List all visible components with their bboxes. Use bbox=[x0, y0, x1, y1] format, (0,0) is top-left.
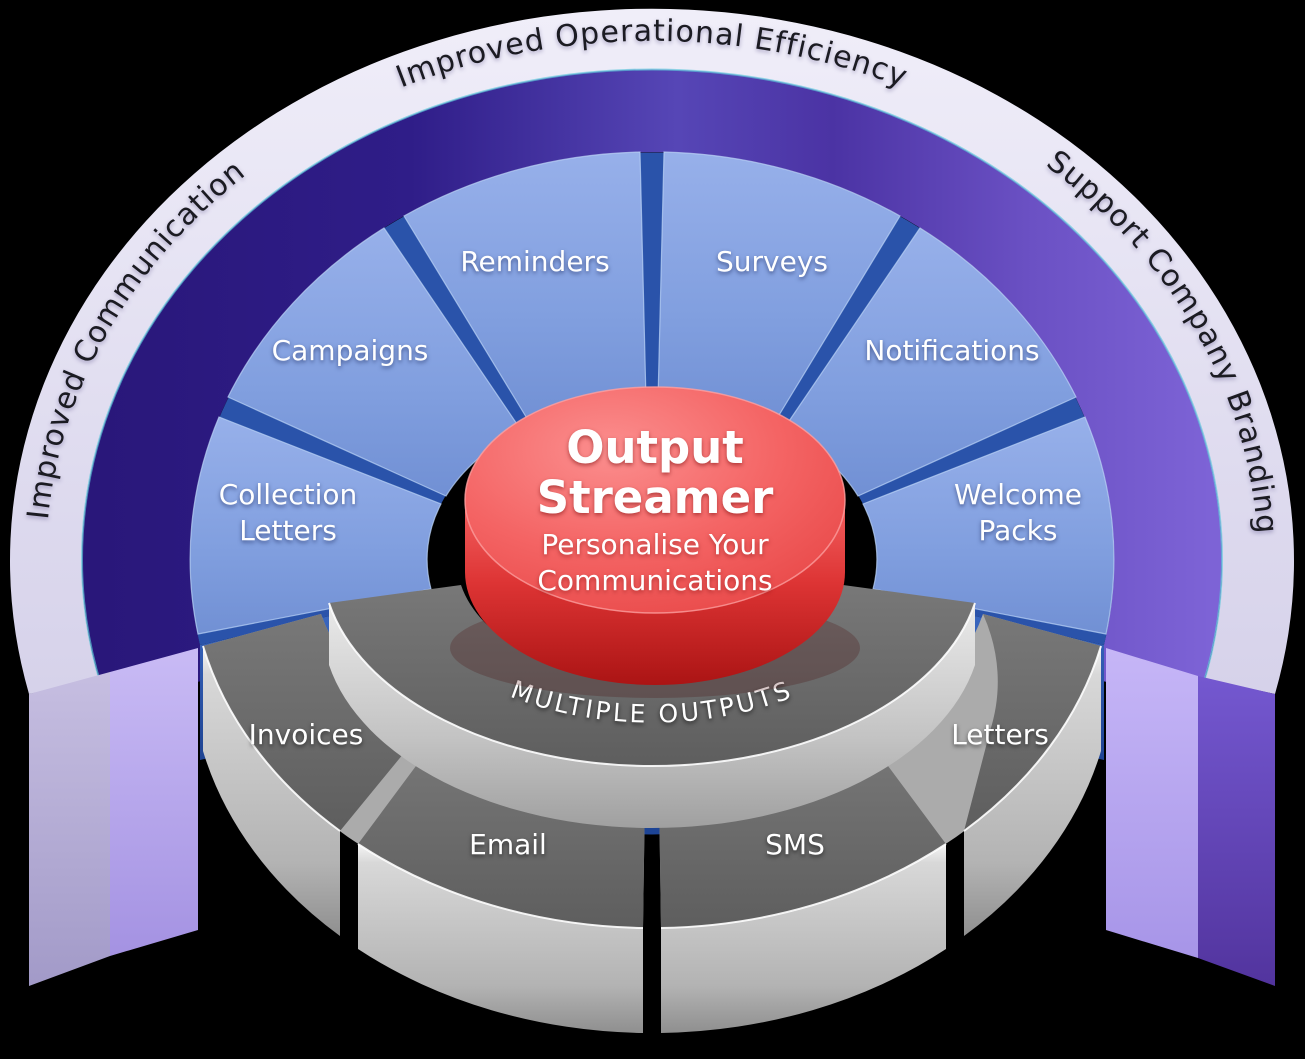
ring-end-right-front bbox=[1106, 648, 1198, 958]
output-invoices-top bbox=[203, 614, 422, 831]
ring-end-left-side bbox=[29, 672, 110, 986]
output-wall-invoices bbox=[203, 646, 340, 936]
ring-end-left-front bbox=[110, 648, 198, 956]
output-rim-highlight-letters bbox=[963, 645, 1102, 832]
segment-welcome-packs bbox=[862, 416, 1115, 635]
ring-end-right-side bbox=[1198, 676, 1275, 986]
button-title-line2: Streamer bbox=[537, 471, 774, 524]
ring-end-left bbox=[29, 648, 198, 986]
segment-label-surveys: Surveys bbox=[716, 245, 828, 278]
button-subtitle-line2: Communications bbox=[537, 564, 772, 597]
segment-label-reminders: Reminders bbox=[460, 245, 609, 278]
band-rim-highlight bbox=[328, 602, 976, 768]
output-label-sms: SMS bbox=[765, 828, 825, 861]
button-title-line1: Output bbox=[566, 421, 744, 474]
segment-collection-letters bbox=[189, 416, 442, 635]
output-wall-letters bbox=[964, 646, 1101, 936]
purple-ring-face bbox=[82, 69, 1223, 703]
button-wall bbox=[465, 500, 845, 685]
segment-label-campaigns: Campaigns bbox=[272, 334, 429, 367]
output-label-invoices: Invoices bbox=[249, 718, 364, 751]
ring-end-right bbox=[1106, 648, 1275, 986]
band-wall bbox=[329, 603, 975, 829]
output-rim-highlight-email bbox=[357, 843, 644, 929]
segment-campaigns bbox=[227, 227, 522, 497]
output-rim-highlight-sms bbox=[660, 843, 947, 929]
output-rim-highlight-invoices bbox=[202, 645, 341, 832]
output-label-letters: Letters bbox=[951, 718, 1049, 751]
purple-ring bbox=[81, 68, 1223, 704]
purple-ring-highlight-edge bbox=[81, 68, 1223, 704]
center-button: Output Streamer Personalise Your Communi… bbox=[450, 386, 860, 698]
output-wall-sms bbox=[661, 844, 946, 1033]
button-subtitle-line1: Personalise Your bbox=[541, 528, 769, 561]
button-top bbox=[464, 386, 846, 614]
output-label-email: Email bbox=[469, 828, 547, 861]
output-letters-top bbox=[964, 614, 1101, 831]
segment-label-notifications: Notifications bbox=[864, 334, 1039, 367]
output-wall-email bbox=[358, 844, 643, 1033]
